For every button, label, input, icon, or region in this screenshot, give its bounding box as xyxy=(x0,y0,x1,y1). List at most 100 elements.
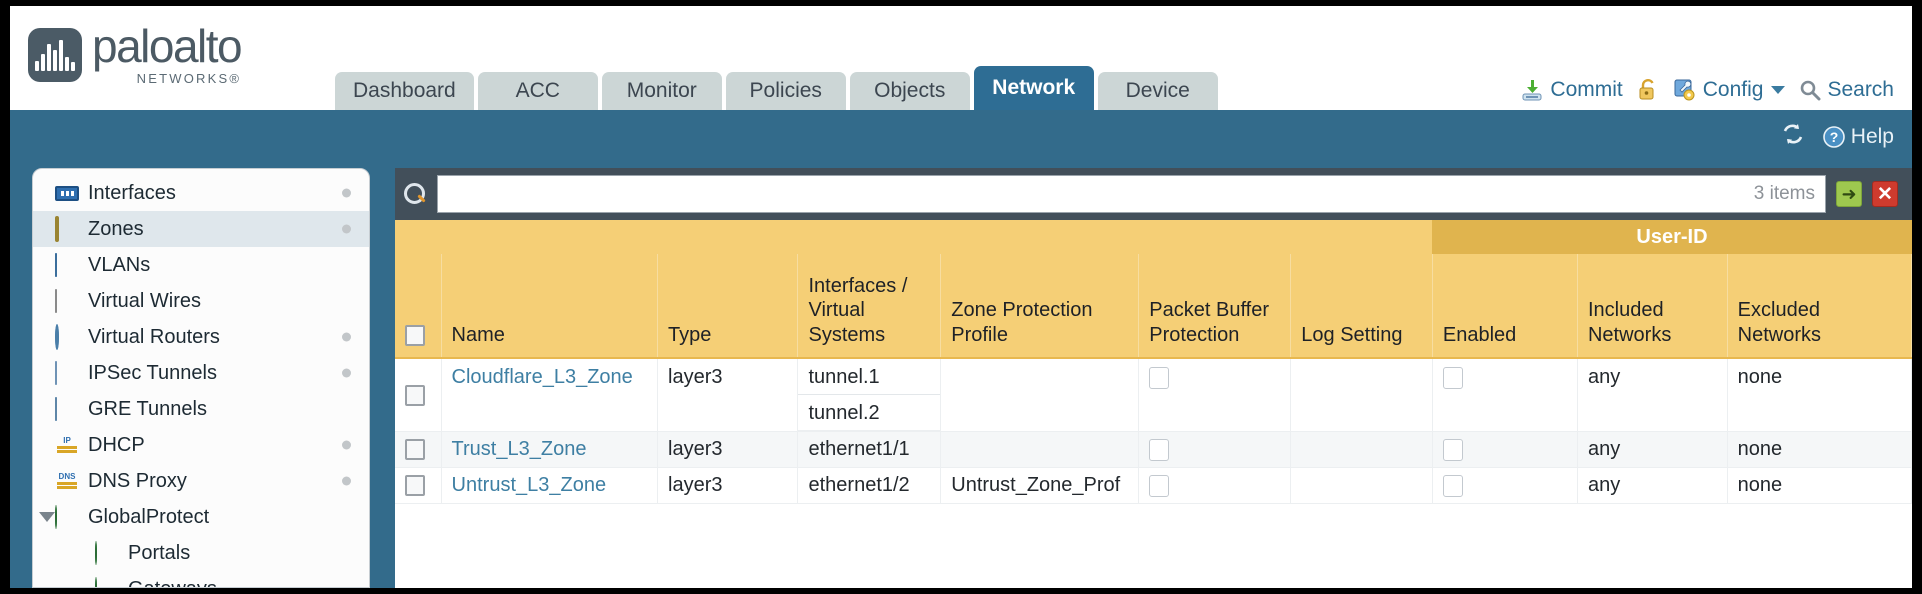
refresh-button[interactable] xyxy=(1780,122,1806,152)
help-button[interactable]: ? Help xyxy=(1822,125,1894,149)
zone-name-link[interactable]: Cloudflare_L3_Zone xyxy=(451,366,633,388)
config-menu[interactable]: Config xyxy=(1673,78,1786,102)
cell-type: layer3 xyxy=(657,358,799,432)
table-row[interactable]: Trust_L3_Zone layer3 ethernet1/1 any non… xyxy=(395,431,1912,468)
tab-acc[interactable]: ACC xyxy=(477,72,598,110)
cell-included-networks: any xyxy=(1577,358,1728,432)
search-button[interactable]: Search xyxy=(1799,78,1894,102)
userid-enabled-checkbox[interactable] xyxy=(1442,474,1463,497)
chevron-down-icon[interactable] xyxy=(39,512,55,522)
items-count: 3 items xyxy=(1753,183,1815,204)
sidebar-item-label: Virtual Routers xyxy=(88,325,220,348)
sidebar-item-label: DNS Proxy xyxy=(88,469,187,492)
table-group-header-row: User-ID xyxy=(395,220,1912,254)
sidebar-item-interfaces[interactable]: Interfaces xyxy=(33,175,369,211)
column-header-name[interactable]: Name xyxy=(441,254,659,359)
tab-network[interactable]: Network xyxy=(973,66,1094,110)
packet-buffer-protection-checkbox[interactable] xyxy=(1149,474,1170,497)
status-dot xyxy=(342,368,351,378)
apply-filter-button[interactable]: ➜ xyxy=(1836,181,1862,207)
sub-header-bar: ? Help xyxy=(10,110,1912,168)
interfaces-icon xyxy=(55,182,79,204)
packet-buffer-protection-checkbox[interactable] xyxy=(1149,438,1170,461)
zone-name-link[interactable]: Trust_L3_Zone xyxy=(451,438,587,460)
sub-header-actions: ? Help xyxy=(1780,122,1894,152)
cell-type: layer3 xyxy=(657,431,799,468)
column-header-packet-buffer-protection[interactable]: Packet Buffer Protection xyxy=(1138,254,1292,359)
row-select-cell[interactable] xyxy=(395,467,442,504)
tab-dashboard[interactable]: Dashboard xyxy=(335,72,474,110)
sidebar-item-ipsec-tunnels[interactable]: IPSec Tunnels xyxy=(33,355,369,391)
search-icon[interactable] xyxy=(403,182,427,206)
column-header-included-networks[interactable]: Included Networks xyxy=(1577,254,1728,359)
cell-name[interactable]: Cloudflare_L3_Zone xyxy=(441,358,659,432)
ipsec-tunnels-icon xyxy=(55,361,79,385)
cell-log-setting xyxy=(1290,467,1433,504)
clear-filter-button[interactable]: ✕ xyxy=(1872,181,1898,207)
row-checkbox[interactable] xyxy=(405,475,425,497)
unlock-padlock-icon xyxy=(1639,79,1654,100)
portals-icon xyxy=(95,541,119,565)
tab-device[interactable]: Device xyxy=(1097,72,1218,110)
cell-userid-enabled[interactable] xyxy=(1432,431,1578,468)
cell-userid-enabled[interactable] xyxy=(1432,358,1578,432)
table-row[interactable]: Untrust_L3_Zone layer3 ethernet1/2 Untru… xyxy=(395,467,1912,504)
row-checkbox[interactable] xyxy=(405,439,425,461)
palo-alto-web-ui: paloalto NETWORKS® Dashboard ACC Monitor… xyxy=(10,6,1912,588)
column-header-excluded-networks[interactable]: Excluded Networks xyxy=(1727,254,1912,359)
sidebar-item-vlans[interactable]: VLANs xyxy=(33,247,369,283)
row-checkbox[interactable] xyxy=(405,384,425,406)
sidebar-item-virtual-routers[interactable]: Virtual Routers xyxy=(33,319,369,355)
column-header-type[interactable]: Type xyxy=(657,254,799,359)
sidebar-item-label: Portals xyxy=(128,541,191,564)
search-input[interactable]: 3 items xyxy=(437,175,1826,213)
cell-packet-buffer-protection[interactable] xyxy=(1138,431,1292,468)
column-header-interfaces[interactable]: Interfaces / Virtual Systems xyxy=(797,254,942,359)
vlans-icon xyxy=(55,253,79,277)
sidebar-item-virtual-wires[interactable]: Virtual Wires xyxy=(33,283,369,319)
sidebar-item-globalprotect[interactable]: GlobalProtect xyxy=(33,499,369,535)
sidebar-item-gateways[interactable]: Gateways xyxy=(33,571,369,587)
cell-name[interactable]: Trust_L3_Zone xyxy=(441,431,659,468)
gre-tunnels-icon xyxy=(55,397,79,421)
cell-packet-buffer-protection[interactable] xyxy=(1138,467,1292,504)
column-header-enabled[interactable]: Enabled xyxy=(1432,254,1578,359)
cell-log-setting xyxy=(1290,431,1433,468)
userid-enabled-checkbox[interactable] xyxy=(1442,366,1463,389)
chevron-down-icon[interactable] xyxy=(1771,86,1786,94)
cell-userid-enabled[interactable] xyxy=(1432,467,1578,504)
commit-button[interactable]: Commit xyxy=(1520,78,1623,102)
search-icon xyxy=(1801,80,1821,101)
row-select-cell[interactable] xyxy=(395,358,442,432)
main-nav-tabs[interactable]: Dashboard ACC Monitor Policies Objects N… xyxy=(335,66,1218,110)
dns-proxy-icon: DNS xyxy=(55,470,79,492)
column-header-zone-protection-profile[interactable]: Zone Protection Profile xyxy=(940,254,1140,359)
table-row[interactable]: Cloudflare_L3_Zone layer3 tunnel.1 tunne… xyxy=(395,358,1912,432)
sidebar-item-zones[interactable]: Zones xyxy=(33,211,369,247)
tab-monitor[interactable]: Monitor xyxy=(601,72,722,110)
zones-icon xyxy=(55,216,79,242)
userid-enabled-checkbox[interactable] xyxy=(1442,438,1463,461)
commit-label: Commit xyxy=(1550,78,1623,101)
zone-name-link[interactable]: Untrust_L3_Zone xyxy=(451,474,607,496)
brand-logo: paloalto NETWORKS® xyxy=(28,23,243,86)
sidebar-item-dns-proxy[interactable]: DNS DNS Proxy xyxy=(33,463,369,499)
sidebar-item-label: IPSec Tunnels xyxy=(88,361,217,384)
zones-content: 3 items ➜ ✕ User-ID xyxy=(395,168,1912,588)
brand-tagline: NETWORKS® xyxy=(136,71,242,86)
lock-button[interactable] xyxy=(1637,78,1659,102)
tab-objects[interactable]: Objects xyxy=(849,72,970,110)
row-select-cell[interactable] xyxy=(395,431,442,468)
column-header-log-setting[interactable]: Log Setting xyxy=(1290,254,1433,359)
sidebar-item-portals[interactable]: Portals xyxy=(33,535,369,571)
sidebar-item-dhcp[interactable]: IP DHCP xyxy=(33,427,369,463)
cell-packet-buffer-protection[interactable] xyxy=(1138,358,1292,432)
tab-policies[interactable]: Policies xyxy=(725,72,846,110)
status-dot xyxy=(342,440,351,450)
sidebar-item-gre-tunnels[interactable]: GRE Tunnels xyxy=(33,391,369,427)
select-all-header[interactable] xyxy=(395,254,442,359)
select-all-checkbox[interactable] xyxy=(405,324,425,346)
cell-name[interactable]: Untrust_L3_Zone xyxy=(441,467,659,504)
app-header: paloalto NETWORKS® Dashboard ACC Monitor… xyxy=(10,6,1912,110)
packet-buffer-protection-checkbox[interactable] xyxy=(1149,366,1170,389)
